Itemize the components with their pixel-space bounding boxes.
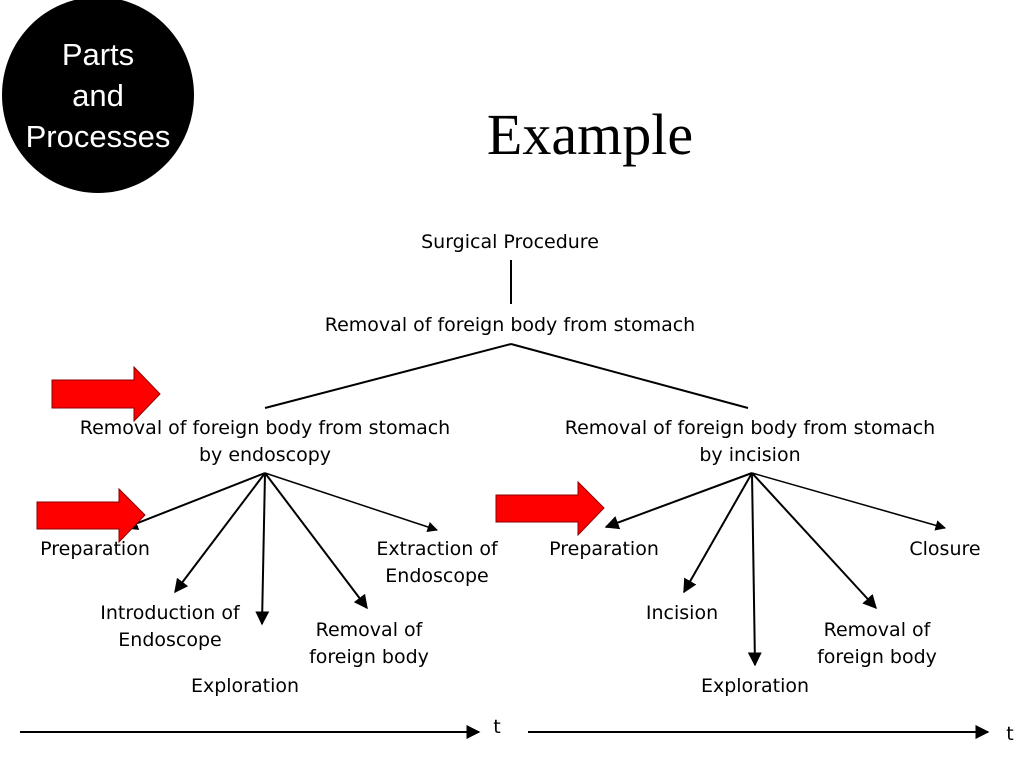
- left-step-extraction-line-2: Endoscope: [385, 565, 489, 587]
- left-step-extraction: Extraction of Endoscope: [362, 536, 512, 590]
- root-label: Surgical Procedure: [421, 231, 599, 253]
- right-step-closure: Closure: [909, 538, 981, 560]
- highlight-arrow-icon: [495, 480, 605, 537]
- arrow-left-removal: [264, 472, 368, 610]
- left-step-removal-line-2: foreign body: [309, 646, 429, 668]
- connector-to-endoscopy: [264, 343, 512, 409]
- arrow-right-removal: [751, 472, 877, 610]
- left-step-extraction-line-1: Extraction of: [376, 538, 498, 560]
- badge-line-1: Parts: [61, 36, 135, 72]
- level1-label: Removal of foreign body from stomach: [324, 314, 696, 336]
- right-step-preparation: Preparation: [549, 538, 659, 560]
- right-step-removal-line-1: Removal of: [823, 619, 931, 641]
- highlight-arrow-icon: [51, 365, 161, 423]
- timeline-left-label: t: [493, 716, 501, 738]
- timeline-right-label: t: [1006, 723, 1014, 745]
- incision-branch-line-1: Removal of foreign body from stomach: [564, 417, 936, 439]
- left-step-introduction-line-2: Endoscope: [118, 629, 222, 651]
- highlight-arrow-icon: [36, 487, 146, 544]
- connector-to-incision: [510, 343, 749, 409]
- badge-line-2: and: [72, 77, 124, 113]
- arrow-left-exploration: [255, 472, 270, 626]
- endoscopy-branch-label: Removal of foreign body from stomach by …: [45, 415, 485, 469]
- left-step-preparation: Preparation: [40, 538, 150, 560]
- left-step-introduction: Introduction of Endoscope: [85, 600, 255, 654]
- right-step-removal-line-2: foreign body: [817, 646, 937, 668]
- arrow-right-closure: [751, 472, 947, 531]
- left-step-removal-line-1: Removal of: [315, 619, 423, 641]
- arrow-left-preparation: [123, 472, 266, 530]
- arrow-right-preparation: [604, 472, 753, 530]
- arrow-right-incision: [683, 472, 753, 594]
- endoscopy-branch-line-2: by endoscopy: [198, 444, 332, 466]
- badge-line-3: Processes: [25, 118, 171, 154]
- page-title: Example: [486, 102, 694, 167]
- arrow-left-introduction: [174, 472, 266, 594]
- endoscopy-branch-line-1: Removal of foreign body from stomach: [79, 417, 451, 439]
- parts-and-processes-badge: Parts and Processes: [2, 0, 194, 193]
- right-step-removal: Removal of foreign body: [803, 617, 951, 671]
- incision-branch-line-2: by incision: [699, 444, 801, 466]
- right-step-exploration: Exploration: [700, 675, 810, 697]
- arrow-right-exploration: [747, 472, 762, 667]
- left-step-exploration: Exploration: [190, 675, 300, 697]
- left-step-introduction-line-1: Introduction of: [100, 602, 240, 624]
- arrow-left-extraction: [264, 472, 438, 533]
- incision-branch-label: Removal of foreign body from stomach by …: [530, 415, 970, 469]
- left-step-removal: Removal of foreign body: [295, 617, 443, 671]
- right-step-incision: Incision: [645, 602, 719, 624]
